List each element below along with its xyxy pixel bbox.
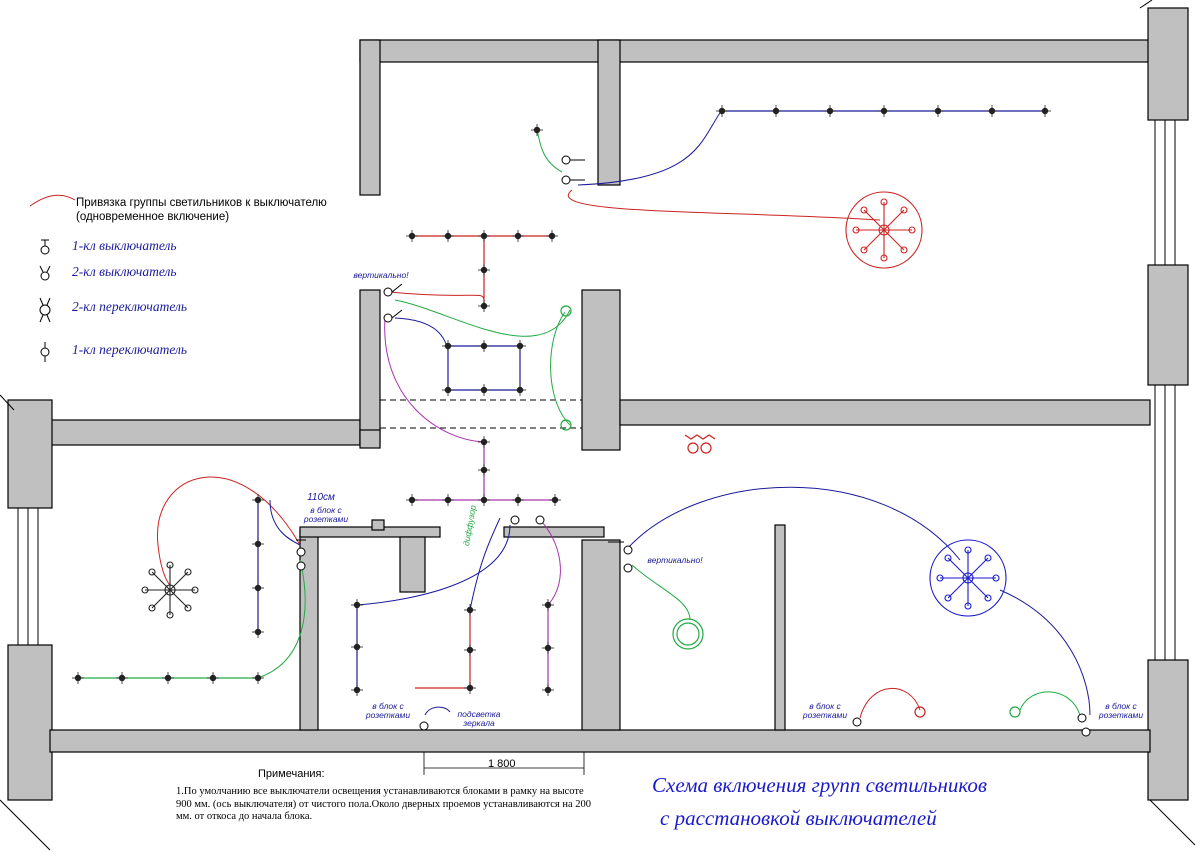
label-height-110: 110см — [307, 492, 335, 503]
legend-title-line2: (одновременное включение) — [76, 211, 230, 223]
opening-lines — [380, 399, 582, 429]
label-mirror-light: подсветка зеркала — [457, 709, 501, 728]
diagram-title-line1: Схема включения групп светильников — [652, 773, 987, 797]
diagram-title-line2: с расстановкой выключателей — [660, 806, 937, 830]
label-socket-block-bath: в блок с розетками — [365, 701, 411, 720]
label-vertical-right: вертикально! — [647, 555, 703, 565]
walls — [7, 7, 1189, 801]
legend-item-2key-toggle: 2-кл переключатель — [72, 299, 188, 314]
legend-item-1key-switch: 1-кл выключатель — [72, 238, 177, 253]
sconces — [560, 305, 1021, 718]
label-vertical-top: вертикально! — [353, 270, 409, 280]
legend-symbols — [29, 194, 76, 362]
switches — [296, 155, 1091, 737]
label-socket-block-left: в блок с розетками — [303, 505, 349, 524]
dimension-line — [423, 752, 585, 775]
chandelier-black — [141, 561, 199, 619]
wiring — [157, 109, 1091, 719]
dimension-label: 1 800 — [488, 758, 516, 770]
notes-heading: Примечания: — [258, 768, 325, 780]
legend-title-line1: Привязка группы светильников к выключате… — [76, 197, 327, 209]
legend-item-1key-toggle: 1-кл переключатель — [72, 342, 188, 357]
label-socket-block-right2: в блок с розетками — [1098, 701, 1144, 720]
legend-title: Привязка группы светильников к выключате… — [76, 196, 327, 224]
notes-text: 1.По умолчанию все выключатели освещения… — [176, 786, 592, 822]
chandelier-blue — [929, 539, 1007, 617]
legend-item-2key-switch: 2-кл выключатель — [72, 264, 177, 279]
chandelier-red — [845, 191, 923, 269]
label-socket-block-right1: в блок с розетками — [802, 701, 848, 720]
